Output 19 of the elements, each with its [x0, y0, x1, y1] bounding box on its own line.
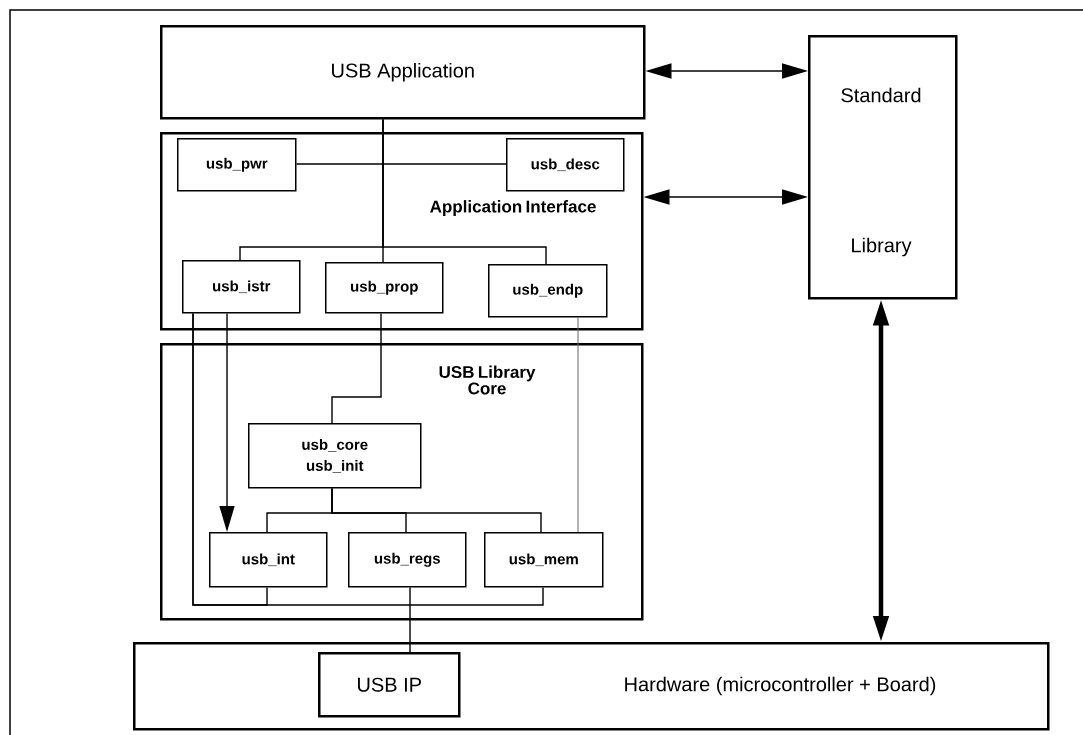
module-box: usb_istr: [182, 260, 301, 314]
module-box: usb_int: [209, 532, 328, 588]
module-box: usb_desc: [506, 138, 625, 192]
connector-line: [331, 487, 542, 533]
system-box: USB IP: [318, 652, 461, 718]
connector-line: [577, 317, 579, 533]
system-box: USB Application: [160, 25, 646, 120]
library-box: Standard Library: [808, 35, 958, 300]
module-box: usb_endp: [488, 264, 608, 318]
connector-line: [331, 312, 382, 424]
connector-line: [382, 118, 547, 265]
module-box: usb_pwr: [177, 138, 297, 192]
module-box: usb_prop: [325, 262, 444, 314]
module-box: usb_core usb_init: [248, 423, 422, 489]
connector-line: [295, 163, 507, 165]
connector-line: [192, 312, 544, 606]
module-box: usb_mem: [484, 532, 604, 588]
module-box: usb_regs: [348, 532, 467, 588]
connector-line: [409, 586, 411, 653]
